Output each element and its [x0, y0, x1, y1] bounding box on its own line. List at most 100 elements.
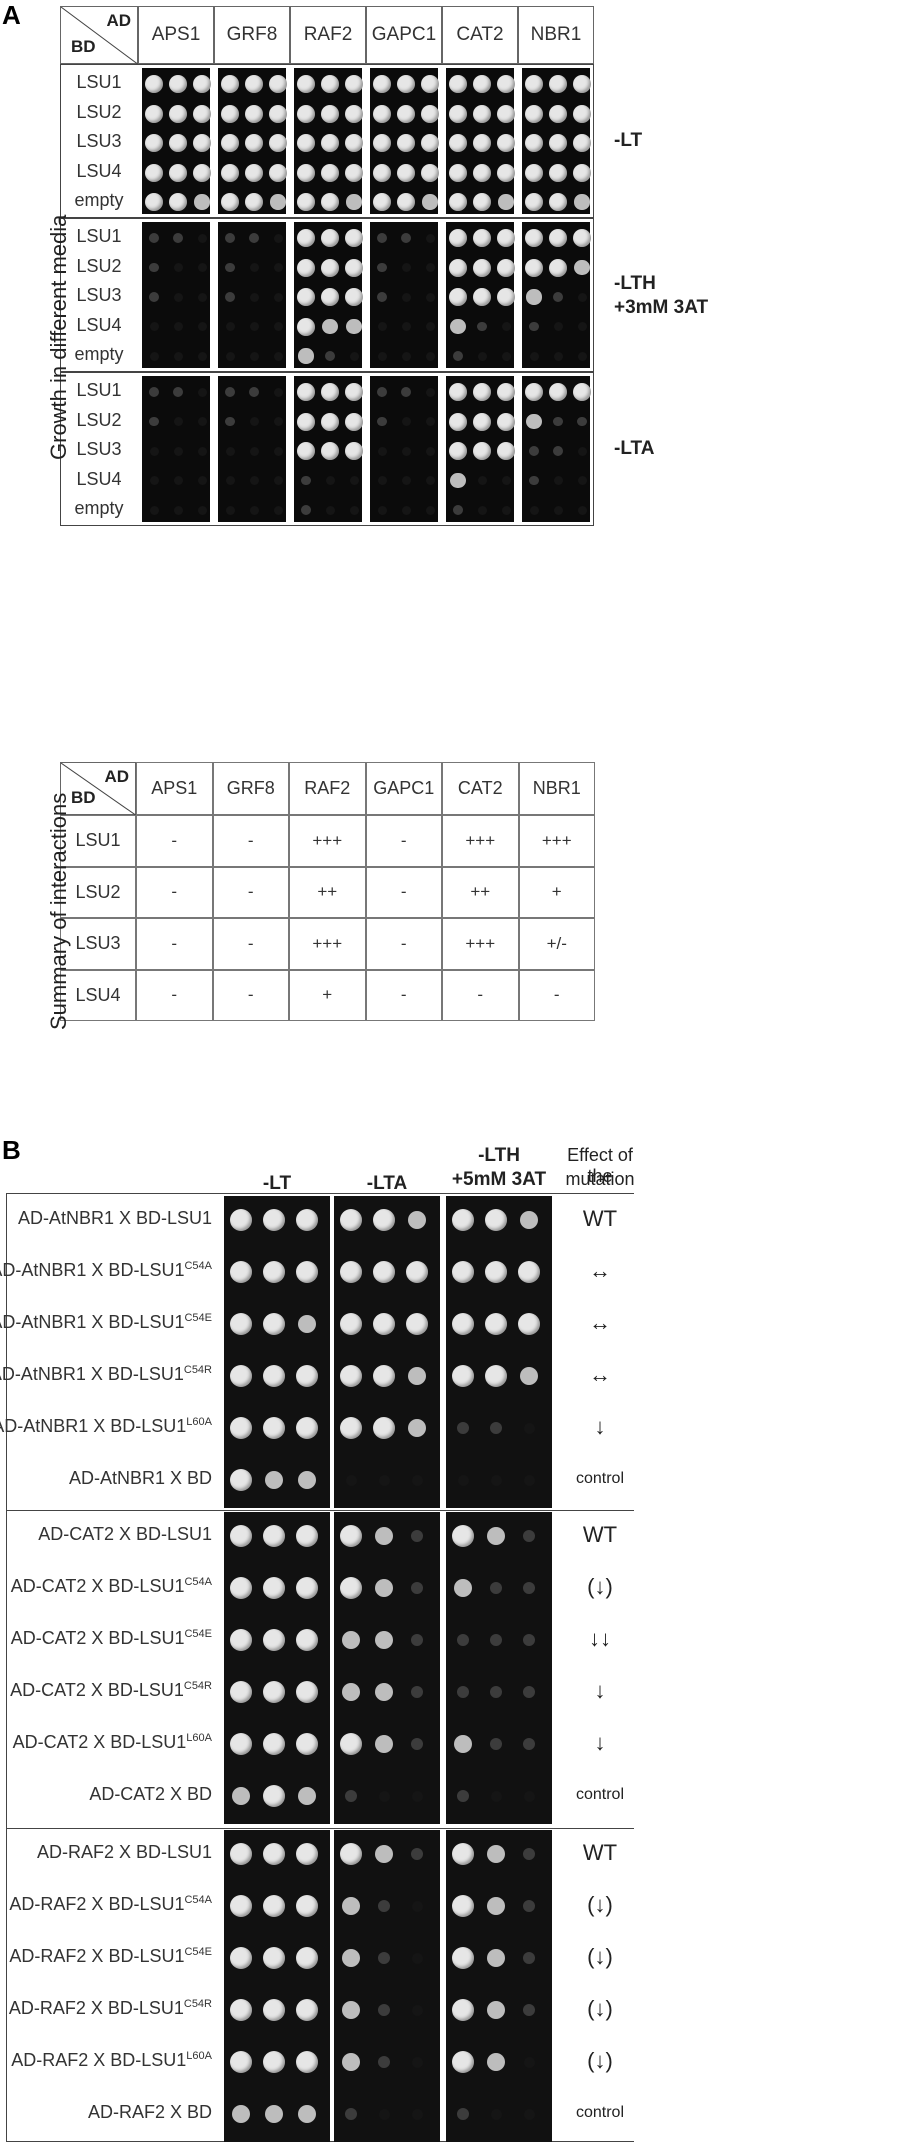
yeast-colony: [452, 1365, 474, 1387]
summary-column-header: GAPC1: [365, 762, 442, 815]
yeast-colony: [522, 1951, 536, 1965]
row-label: empty: [74, 498, 124, 518]
summary-corner-ad: AD: [104, 767, 129, 786]
yeast-colony: [296, 1733, 318, 1755]
strain-label-base: AD-CAT2 X BD-LSU1: [10, 1680, 184, 1700]
yeast-colony: [264, 1470, 284, 1490]
summary-cell: -: [136, 815, 213, 867]
yeast-colony: [263, 1525, 285, 1547]
yeast-colony: [249, 417, 259, 426]
yeast-colony: [523, 2056, 535, 2068]
corner-diagonal: [61, 763, 137, 816]
yeast-colony: [297, 2104, 317, 2124]
yeast-colony: [145, 163, 163, 182]
summary-cell: -: [518, 969, 595, 1021]
yeast-colony: [249, 233, 259, 243]
yeast-colony: [345, 229, 363, 247]
yeast-colony: [411, 2004, 423, 2016]
condition-header: -LTH: [478, 1145, 520, 1166]
yeast-colony: [473, 104, 491, 123]
corner-diagonal-line: [61, 7, 139, 65]
strain-label: AD-CAT2 X BD-LSU1: [38, 1524, 212, 1545]
yeast-colony: [489, 1581, 503, 1595]
summary-cell: ++: [442, 866, 519, 918]
summary-cell: -: [212, 918, 289, 970]
yeast-colony: [173, 476, 183, 485]
yeast-colony: [373, 1209, 395, 1231]
yeast-colony: [245, 193, 263, 211]
yeast-colony: [486, 1526, 506, 1546]
yeast-colony: [169, 75, 187, 93]
yeast-colony: [197, 322, 207, 331]
yeast-colony: [573, 134, 591, 152]
yeast-colony: [345, 163, 363, 182]
row-label: LSU2: [76, 255, 122, 276]
strain-label: AD-CAT2 X BD-LSU1C54A: [11, 1576, 212, 1597]
yeast-colony: [340, 1313, 362, 1335]
strain-label: AD-CAT2 X BD-LSU1C54E: [11, 1628, 212, 1649]
yeast-colony: [449, 229, 467, 247]
yeast-colony: [321, 288, 339, 306]
yeast-colony: [197, 505, 207, 515]
yeast-colony: [263, 1895, 285, 1917]
yeast-colony: [373, 1365, 395, 1387]
yeast-colony: [522, 1847, 536, 1861]
strain-label: AD-CAT2 X BD-LSU1C54R: [10, 1680, 212, 1701]
yeast-plate: [224, 1196, 330, 1508]
yeast-colony: [296, 1843, 318, 1865]
yeast-colony: [296, 1577, 318, 1599]
yeast-colony: [411, 1900, 423, 1912]
strain-label: AD-AtNBR1 X BD-LSU1C54R: [0, 1364, 212, 1385]
strain-label-base: AD-CAT2 X BD: [89, 1784, 212, 1804]
yeast-colony: [452, 1261, 474, 1283]
yeast-colony: [173, 505, 183, 515]
yeast-colony: [473, 163, 491, 182]
yeast-colony: [549, 163, 567, 182]
strain-label-base: AD-AtNBR1 X BD-LSU1: [0, 1312, 185, 1332]
yeast-colony: [549, 134, 567, 152]
yeast-colony: [169, 163, 187, 182]
strain-label-base: AD-CAT2 X BD-LSU1: [12, 1732, 187, 1752]
yeast-colony: [345, 75, 363, 93]
yeast-colony: [449, 193, 467, 211]
yeast-plate: [218, 376, 286, 522]
yeast-colony: [340, 1209, 362, 1231]
yeast-colony: [401, 387, 411, 397]
yeast-colony: [230, 1261, 252, 1283]
yeast-colony: [340, 1843, 362, 1865]
yeast-colony: [473, 193, 491, 211]
yeast-colony: [231, 2104, 251, 2124]
yeast-colony: [473, 258, 491, 277]
yeast-colony: [297, 1786, 317, 1806]
yeast-plate: [294, 376, 363, 522]
yeast-colony: [349, 351, 359, 361]
yeast-colony: [169, 193, 187, 211]
summary-cell: +: [289, 969, 366, 1021]
effect-header: mutation: [565, 1169, 635, 1189]
yeast-colony: [525, 193, 543, 211]
yeast-plate: [142, 376, 210, 522]
yeast-colony: [449, 75, 467, 93]
yeast-colony: [225, 351, 235, 361]
yeast-colony: [525, 104, 543, 123]
column-header: NBR1: [518, 6, 594, 64]
yeast-colony: [456, 1685, 470, 1699]
yeast-colony: [523, 1422, 535, 1434]
panel-b-top-rule: [6, 1193, 634, 1194]
yeast-colony: [377, 2055, 391, 2069]
summary-column-header: GRF8: [212, 762, 289, 815]
yeast-colony: [197, 292, 207, 302]
yeast-colony: [473, 75, 491, 93]
yeast-colony: [497, 412, 515, 431]
yeast-colony: [197, 233, 207, 243]
yeast-colony: [452, 1895, 474, 1917]
yeast-colony: [225, 322, 235, 331]
strain-label-base: AD-RAF2 X BD: [87, 2102, 212, 2122]
yeast-colony: [407, 1210, 427, 1230]
yeast-colony: [263, 1947, 285, 1969]
yeast-colony: [270, 194, 286, 210]
yeast-colony: [523, 1474, 535, 1486]
summary-cell: +++: [289, 918, 366, 970]
strain-label-mutation: C54E: [184, 1312, 212, 1324]
yeast-colony: [486, 1896, 506, 1916]
